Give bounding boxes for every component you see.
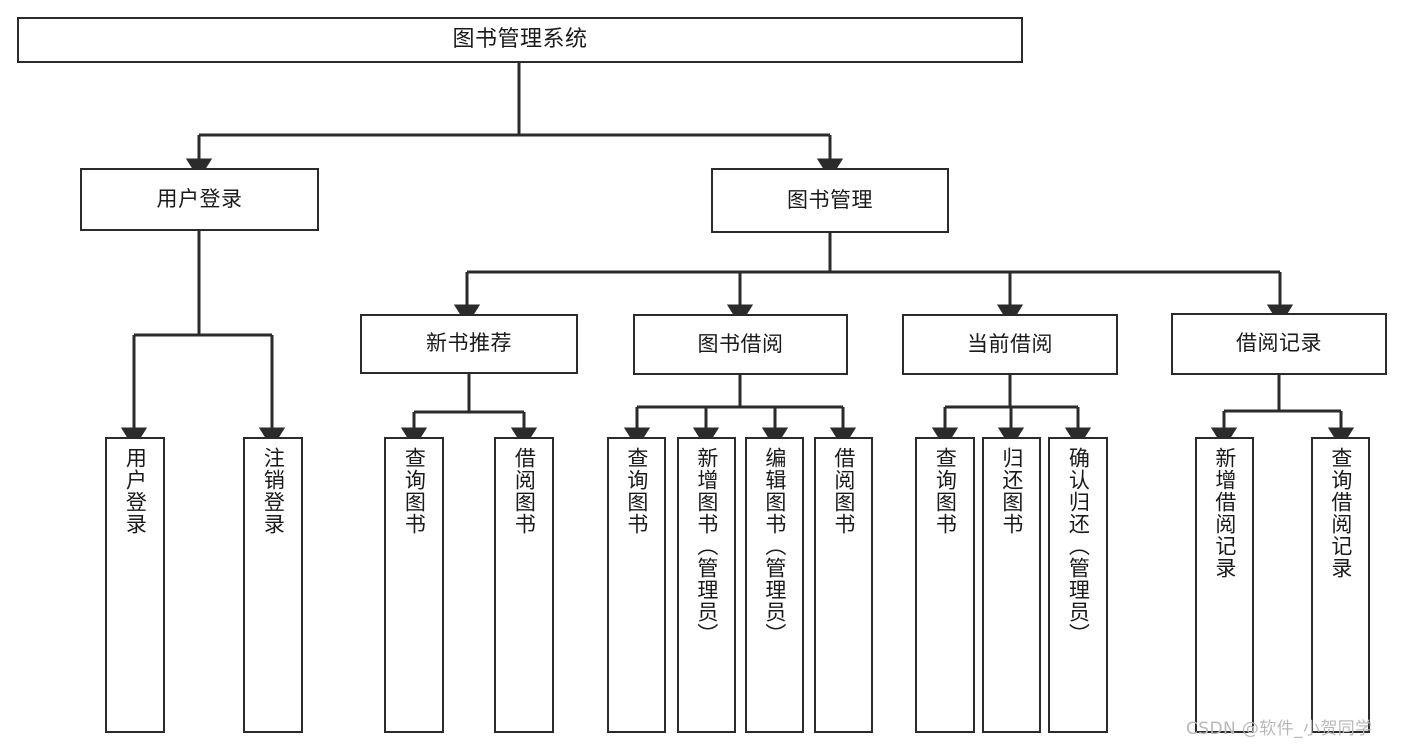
leaf-add-book[interactable]: 新增图书（管理员） (677, 437, 736, 733)
leaf-user-login[interactable]: 用户登录 (105, 437, 165, 733)
node-label: 借阅图书 (831, 447, 856, 535)
leaf-logout[interactable]: 注销登录 (243, 437, 303, 733)
leaf-query-record[interactable]: 查询借阅记录 (1311, 437, 1370, 733)
node-label: 当前借阅 (967, 331, 1053, 356)
leaf-borrow-book-2[interactable]: 借阅图书 (814, 437, 873, 733)
node-book-borrow[interactable]: 图书借阅 (633, 314, 848, 375)
leaf-add-record[interactable]: 新增借阅记录 (1195, 437, 1254, 733)
watermark-text: CSDN @软件_小贺同学 (1186, 719, 1373, 739)
node-current-borrow[interactable]: 当前借阅 (902, 314, 1118, 375)
node-label: 用户登录 (123, 447, 148, 535)
node-label: 借阅图书 (512, 447, 537, 535)
leaf-edit-book[interactable]: 编辑图书（管理员） (745, 437, 804, 733)
node-label: 图书借阅 (697, 331, 784, 356)
leaf-borrow-book-1[interactable]: 借阅图书 (494, 437, 554, 733)
node-label: 编辑图书（管理员） (762, 447, 787, 645)
leaf-confirm-return[interactable]: 确认归还（管理员） (1048, 437, 1108, 733)
leaf-query-book-2[interactable]: 查询图书 (607, 437, 666, 733)
node-user-login[interactable]: 用户登录 (80, 168, 319, 231)
node-label: 查询借阅记录 (1328, 447, 1353, 579)
node-label: 归还图书 (999, 447, 1024, 535)
node-label: 查询图书 (933, 447, 958, 535)
leaf-return-book[interactable]: 归还图书 (982, 437, 1041, 733)
node-new-book-rec[interactable]: 新书推荐 (360, 314, 578, 374)
node-label: 图书管理系统 (452, 26, 588, 52)
leaf-query-book-3[interactable]: 查询图书 (915, 437, 975, 733)
node-label: 图书管理 (787, 187, 873, 212)
node-root-system[interactable]: 图书管理系统 (17, 17, 1023, 63)
node-label: 新书推荐 (426, 331, 512, 356)
node-book-manage[interactable]: 图书管理 (711, 168, 949, 233)
node-label: 用户登录 (156, 186, 243, 211)
node-label: 新增借阅记录 (1212, 447, 1237, 579)
node-label: 确认归还（管理员） (1066, 447, 1091, 645)
node-borrow-record[interactable]: 借阅记录 (1171, 313, 1387, 375)
node-label: 查询图书 (624, 447, 649, 535)
node-label: 注销登录 (261, 447, 286, 535)
node-label: 借阅记录 (1236, 331, 1322, 356)
node-label: 查询图书 (402, 447, 427, 535)
node-label: 新增图书（管理员） (694, 447, 719, 645)
leaf-query-book-1[interactable]: 查询图书 (384, 437, 444, 733)
